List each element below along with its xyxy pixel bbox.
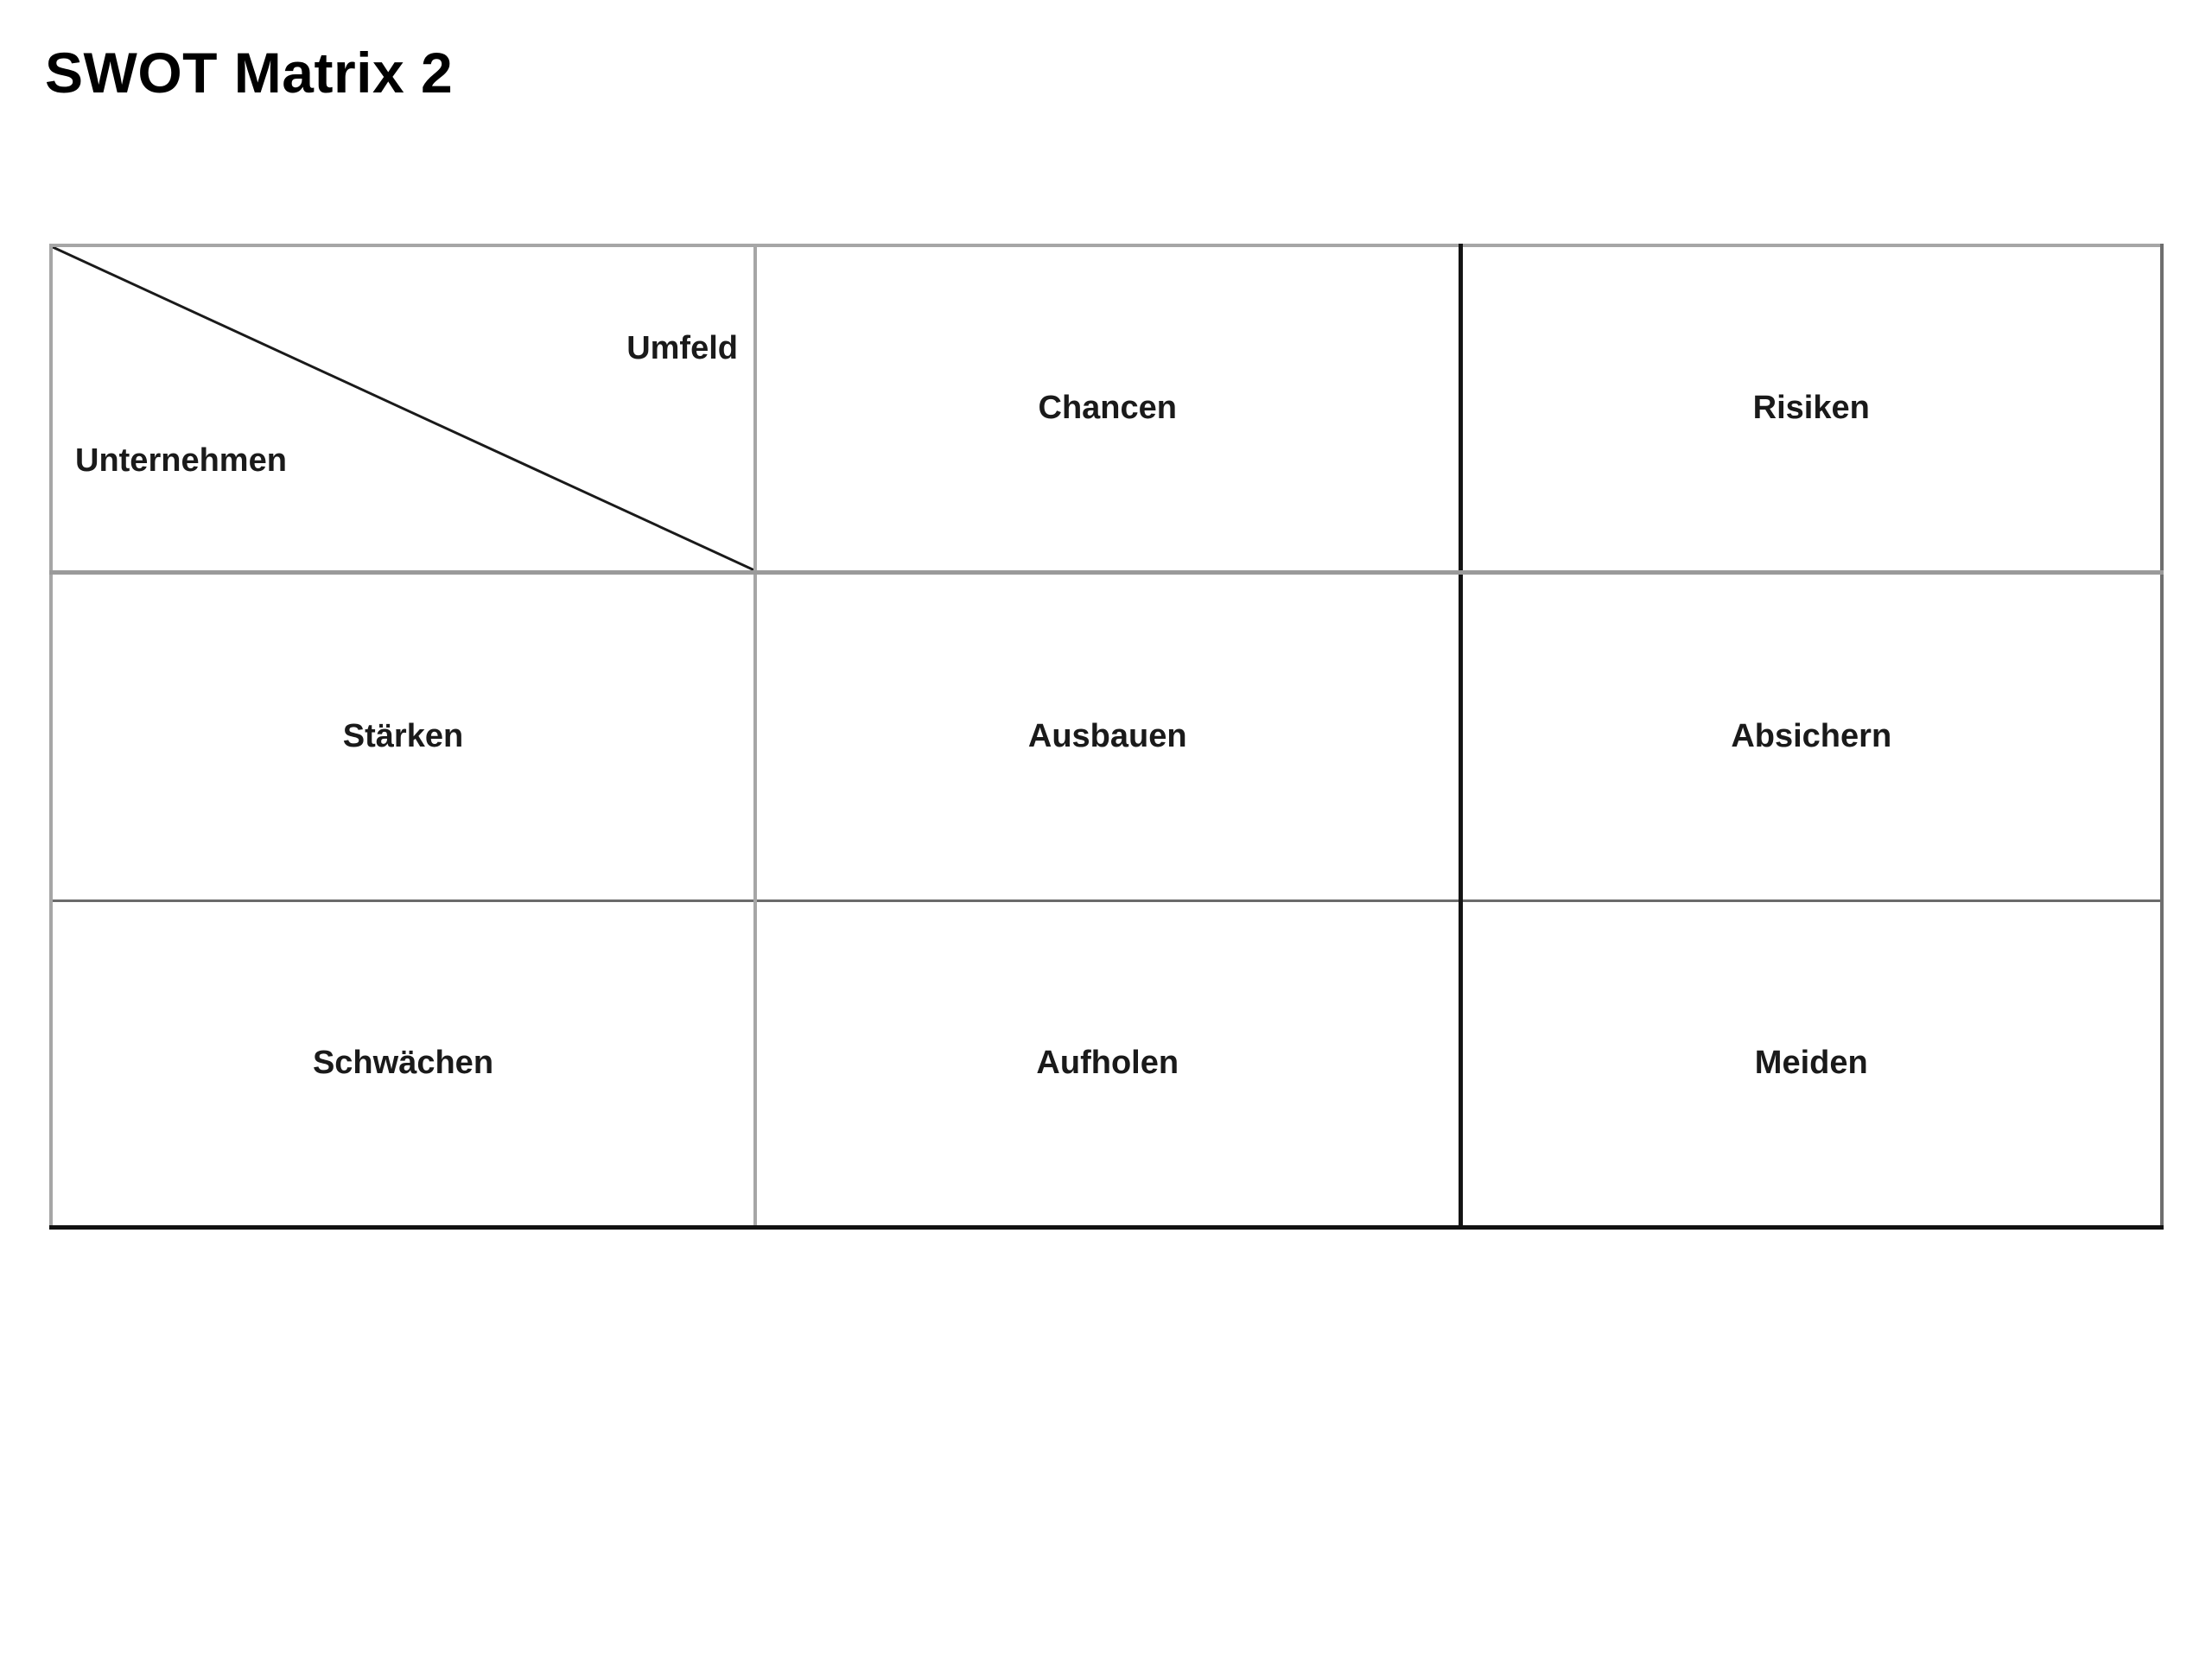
cell-schwaechen-risiken: Meiden	[1460, 900, 2164, 1230]
page-title: SWOT Matrix 2	[45, 41, 454, 105]
table-row: Stärken Ausbauen Absichern	[49, 572, 2164, 902]
row-header-staerken: Stärken	[49, 572, 757, 902]
swot-matrix-table: Umfeld Unternehmen Chancen Risiken Stärk…	[49, 244, 2164, 1230]
column-header-chancen: Chancen	[755, 244, 1463, 575]
matrix-corner-header-cell: Umfeld Unternehmen	[49, 244, 757, 575]
cell-staerken-chancen: Ausbauen	[755, 572, 1463, 902]
column-header-risiken: Risiken	[1460, 244, 2164, 575]
cell-staerken-risiken: Absichern	[1460, 572, 2164, 902]
table-row: Umfeld Unternehmen Chancen Risiken	[49, 244, 2164, 575]
table-row: Schwächen Aufholen Meiden	[49, 900, 2164, 1230]
row-header-schwaechen: Schwächen	[49, 900, 757, 1230]
row-axis-label: Unternehmen	[75, 442, 287, 479]
diagonal-split-line-icon	[53, 247, 753, 570]
column-axis-label: Umfeld	[626, 330, 738, 366]
cell-schwaechen-chancen: Aufholen	[755, 900, 1463, 1230]
